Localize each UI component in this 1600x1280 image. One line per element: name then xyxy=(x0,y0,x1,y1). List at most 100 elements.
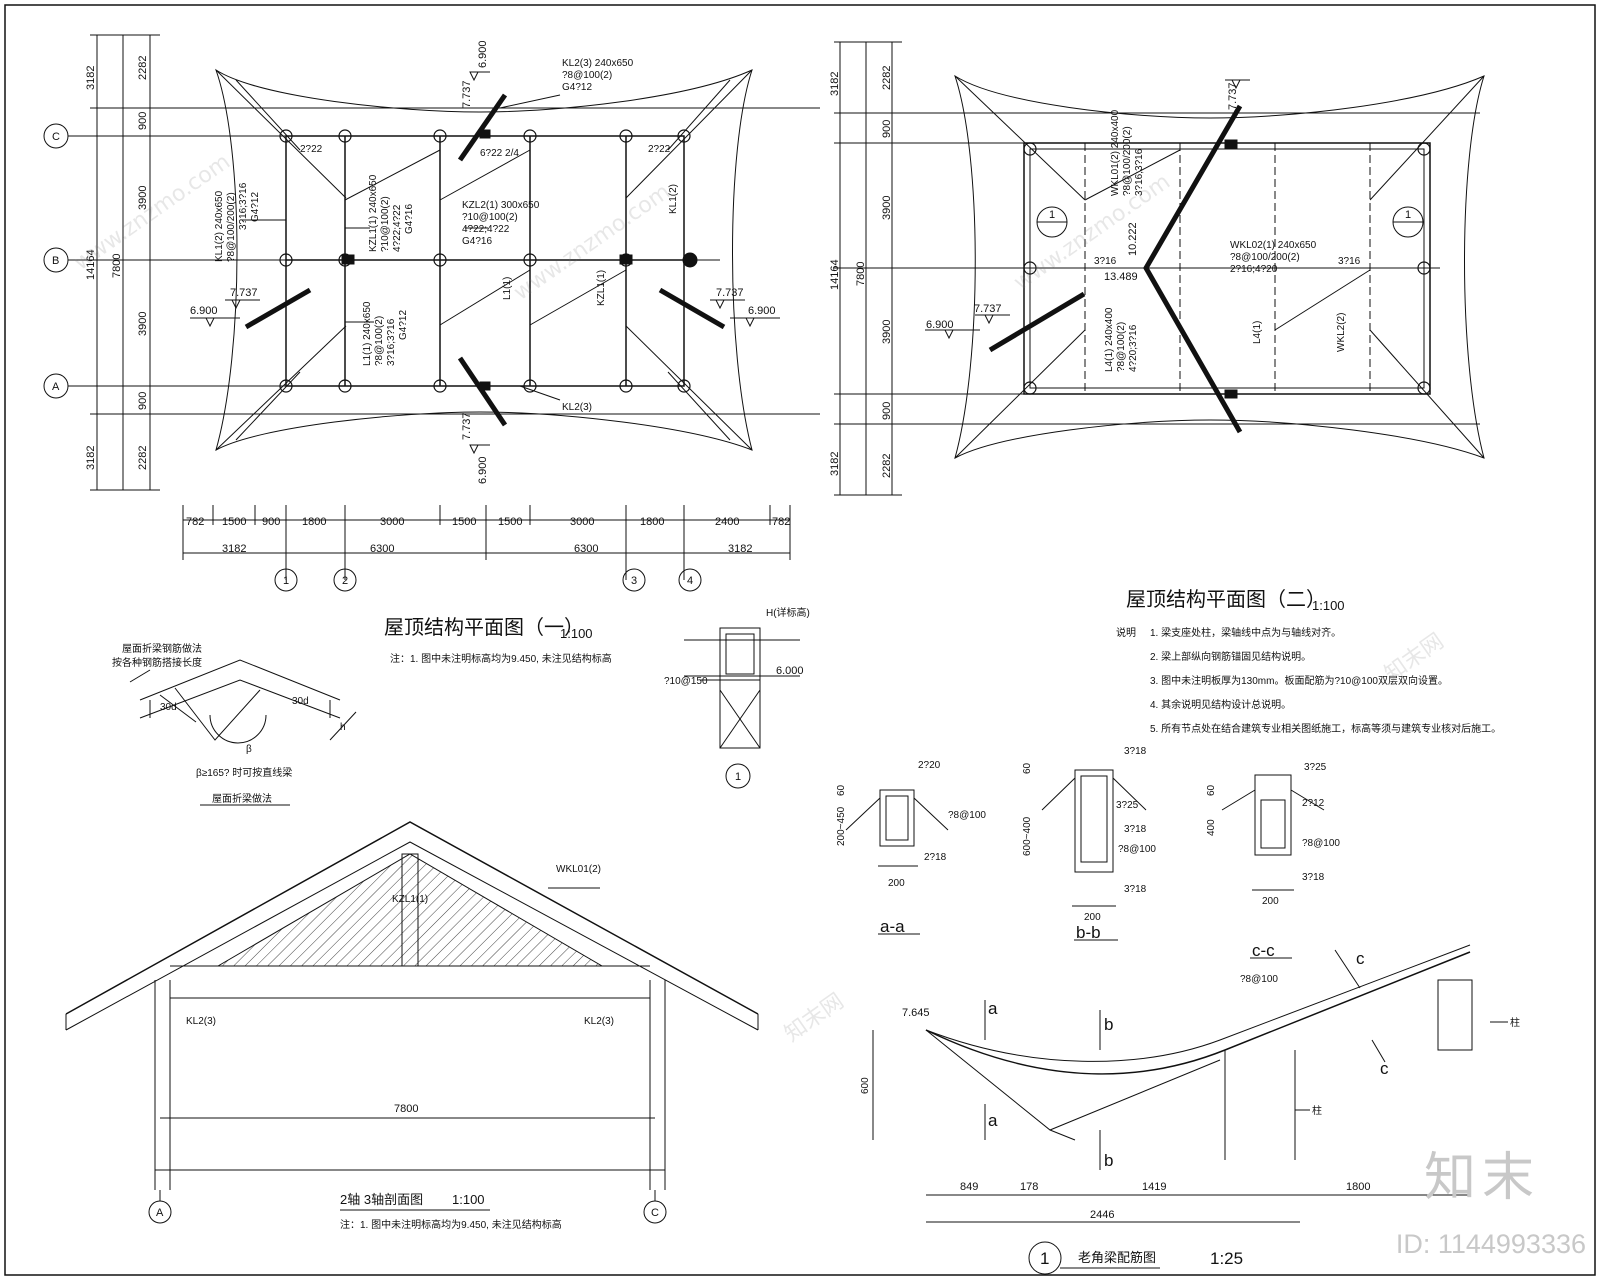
corner-beam-dim-4: 1800 xyxy=(1346,1181,1370,1193)
column-detail-elev: 6.000 xyxy=(776,665,804,677)
plan-1-l1-4: G4?12 xyxy=(398,310,409,340)
column-detail xyxy=(684,627,800,789)
fold-detail-beta: β xyxy=(246,744,252,755)
corner-beam-height: 600 xyxy=(860,1077,871,1094)
beam-c-side: 2?12 xyxy=(1302,798,1325,809)
plan-1-dim-b6: 1500 xyxy=(452,516,476,528)
plan-1-misc-6: KZL1(1) xyxy=(596,270,607,306)
corner-beam-dim-3: 1419 xyxy=(1142,1181,1166,1193)
plan-1-dim-c4: 3182 xyxy=(728,543,752,555)
plan-1-dim-c1: 3182 xyxy=(222,543,246,555)
beam-c-topdim: 60 xyxy=(1206,784,1217,796)
plan-2-elev-2: 10.222 xyxy=(1127,222,1139,256)
plan-1-note: 注：1. 图中未注明标高均为9.450, 未注见结构标高 xyxy=(390,652,612,665)
plan-1-drawing xyxy=(43,34,820,592)
fold-detail-caption: 屋面折梁做法 xyxy=(212,792,272,805)
plan-1-elev-6: 6.900 xyxy=(190,305,218,317)
plan-2-note-1: 1. 梁支座处柱，梁轴线中点为与轴线对齐。 xyxy=(1150,626,1341,639)
plan-1-kl2-top-1: KL2(3) 240x650 xyxy=(562,58,634,69)
plan-1-kl1-4: G4?12 xyxy=(250,192,261,222)
plan-2-note-2: 2. 梁上部纵向钢筋锚固见结构说明。 xyxy=(1150,650,1311,663)
corner-beam-cut-b1: b xyxy=(1104,1015,1113,1034)
plan-1-kzl1-4: G4?16 xyxy=(404,204,415,234)
beam-b-topdim: 60 xyxy=(1022,762,1033,774)
plan-1-axis-2: 2 xyxy=(342,575,348,587)
plan-1-misc-7: KL2(3) xyxy=(562,402,592,413)
plan-2-wkl01-1: WKL01(2) 240x400 xyxy=(1110,109,1121,196)
plan-1-axis-4: 4 xyxy=(687,575,693,587)
plan-1-dim-left-in-3: 3900 xyxy=(137,186,149,210)
beam-a-bottom: 2?18 xyxy=(924,852,947,863)
section-label-kl2-left: KL2(3) xyxy=(186,1016,216,1027)
plan-1-kzl2-2: ?10@100(2) xyxy=(462,212,518,223)
plan-1-elev-5: 7.737 xyxy=(230,287,258,299)
plan-2-dim-left-in-5: 900 xyxy=(881,402,893,420)
column-detail-mark: 1 xyxy=(735,771,741,783)
plan-2-dim-left-in-3: 3900 xyxy=(881,196,893,220)
fold-detail-dim-h: h xyxy=(340,722,346,733)
plan-2-elev-1: 7.737 xyxy=(1227,82,1239,110)
corner-beam-side-1: 柱 xyxy=(1510,1016,1520,1029)
plan-1-dim-left-in-1: 2282 xyxy=(137,56,149,80)
corner-beam-cut-c2: c xyxy=(1380,1059,1389,1078)
beam-c-top: 3?25 xyxy=(1304,762,1327,773)
plan-1-l1-3: 3?16;3?16 xyxy=(386,318,397,366)
plan-1-elev-4: 6.900 xyxy=(477,456,489,484)
plan-1-dim-b7: 1500 xyxy=(498,516,522,528)
corner-beam-side-2: 柱 xyxy=(1312,1104,1322,1117)
beam-a-stirrup: ?8@100 xyxy=(948,810,986,821)
plan-1-misc-1: 2?22 xyxy=(300,144,323,155)
plan-1-l1-2: ?8@100(2) xyxy=(374,316,385,366)
plan-2-dim-left-in-4: 3900 xyxy=(881,320,893,344)
plan-1-title: 屋顶结构平面图（一） xyxy=(384,615,584,639)
beam-sections-drawing xyxy=(845,769,1325,959)
beam-a-top: 2?20 xyxy=(918,760,941,771)
plan-1-misc-4: KL1(2) xyxy=(668,184,679,214)
section-label-kl2-right: KL2(3) xyxy=(584,1016,614,1027)
section-label-kzl1: KZL1(1) xyxy=(392,894,428,905)
plan-1-misc-3: 2?22 xyxy=(648,144,671,155)
plan-2-section-mark-left: 1 xyxy=(1049,209,1055,221)
section-label-wkl01: WKL01(2) xyxy=(556,864,601,875)
plan-1-dim-b9: 1800 xyxy=(640,516,664,528)
corner-beam-title: 老角梁配筋图 xyxy=(1078,1250,1156,1265)
image-id: ID: 1144993336 xyxy=(1395,1229,1586,1259)
plan-1-scale: 1:100 xyxy=(560,626,593,641)
corner-beam-elev: 7.645 xyxy=(902,1007,930,1019)
column-detail-h: H(详标高) xyxy=(766,606,810,619)
beam-a-topdim: 60 xyxy=(836,784,847,796)
beam-b-stirrup: ?8@100 xyxy=(1118,844,1156,855)
plan-2-misc-4: WKL2(2) xyxy=(1336,313,1347,352)
plan-2-dim-left-total: 14164 xyxy=(829,259,841,290)
corner-beam-dim-1: 849 xyxy=(960,1181,978,1193)
section-axis-C: C xyxy=(651,1207,659,1219)
beam-c-width: 200 xyxy=(1262,896,1279,907)
section-note: 注：1. 图中未注明标高均为9.450, 未注见结构标高 xyxy=(340,1218,562,1231)
beam-b-mid: 3?18 xyxy=(1124,824,1147,835)
beam-a-name: a-a xyxy=(880,917,905,936)
beam-b-side: 3?25 xyxy=(1116,800,1139,811)
fold-detail-angle: β≥165? 时可按直线梁 xyxy=(196,766,292,779)
corner-beam-dim-2: 178 xyxy=(1020,1181,1038,1193)
fold-detail-label-1: 屋面折梁钢筋做法 xyxy=(122,642,202,655)
plan-1-elev-1: 6.900 xyxy=(477,40,489,68)
plan-1-kzl1-3: 4?22;4?22 xyxy=(392,204,403,252)
plan-1-kzl1-1: KZL1(1) 240x650 xyxy=(368,174,379,252)
fold-beam-detail xyxy=(129,659,357,806)
plan-2-elev-3: 13.489 xyxy=(1104,271,1138,283)
fold-detail-label-2: 按各种钢筋搭接长度 xyxy=(112,656,202,669)
plan-2-dim-left-outer-top: 3182 xyxy=(829,72,841,96)
watermark-logo: 知末 xyxy=(1423,1148,1540,1208)
plan-2-note-3: 3. 图中未注明板厚为130mm。板面配筋为?10@100双层双向设置。 xyxy=(1150,674,1448,687)
corner-beam-scale: 1:25 xyxy=(1210,1249,1243,1268)
corner-beam-mark: 1 xyxy=(1040,1249,1049,1268)
plan-1-kzl2-1: KZL2(1) 300x650 xyxy=(462,200,540,211)
plan-1-dim-b4: 1800 xyxy=(302,516,326,528)
beam-b-height: 600~400 xyxy=(1022,816,1033,856)
plan-2-wkl02-1: WKL02(1) 240x650 xyxy=(1230,240,1317,251)
plan-1-elev-7: 7.737 xyxy=(716,287,744,299)
cross-section-drawing xyxy=(65,821,759,1224)
section-dim: 7800 xyxy=(394,1103,418,1115)
plan-1-elev-2: 7.737 xyxy=(461,80,473,108)
